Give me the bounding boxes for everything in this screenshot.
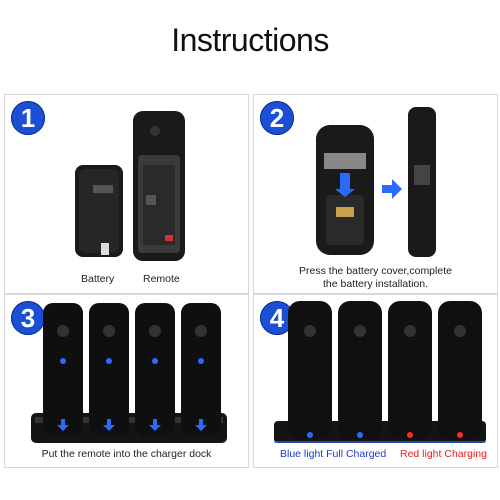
battery-and-remote-illustration: [75, 111, 185, 261]
remote-label: Remote: [143, 273, 180, 285]
arrow-right-icon: [382, 179, 402, 199]
page-title: Instructions: [171, 22, 329, 58]
step-2-badge-visible: 2: [260, 101, 294, 135]
charging-legend: Red light Charging: [400, 448, 487, 460]
battery-pack-image: [75, 165, 123, 257]
battery-label: Battery: [81, 273, 115, 285]
charging-status-illustration: [274, 301, 486, 443]
charger-dock-illustration: [31, 303, 227, 443]
remote-4-image: [438, 301, 482, 439]
remote-side-image: [408, 107, 436, 257]
step-1-badge: 1: [11, 101, 45, 135]
remote-1-image: [288, 301, 332, 439]
step-2-caption-line2: the battery installation.: [322, 278, 429, 290]
step-4-panel: 4 Blue light Full Charged Red light Char…: [253, 294, 498, 468]
remote-2-image: [338, 301, 382, 439]
remote-2-image: [89, 303, 129, 435]
battery-install-illustration: [316, 107, 436, 257]
step-3-panel: 3 Put the remote: [4, 294, 249, 468]
step-1-panel: 1 Battery Remote: [4, 94, 249, 294]
step-2-panel: 1 2 Press the battery cover,complete the…: [253, 94, 498, 294]
step-3-caption: Put the remote into the charger dock: [41, 448, 212, 460]
remote-4-image: [181, 303, 221, 435]
remote-3-image: [388, 301, 432, 439]
full-charged-legend: Blue light Full Charged: [280, 448, 387, 460]
remote-3-image: [135, 303, 175, 435]
step-3-badge: 3: [11, 301, 45, 335]
step-2-caption-line1: Press the battery cover,complete: [299, 265, 452, 277]
remote-with-battery-image: [316, 125, 374, 255]
remote-1-image: [43, 303, 83, 435]
remote-back-image: [133, 111, 185, 261]
